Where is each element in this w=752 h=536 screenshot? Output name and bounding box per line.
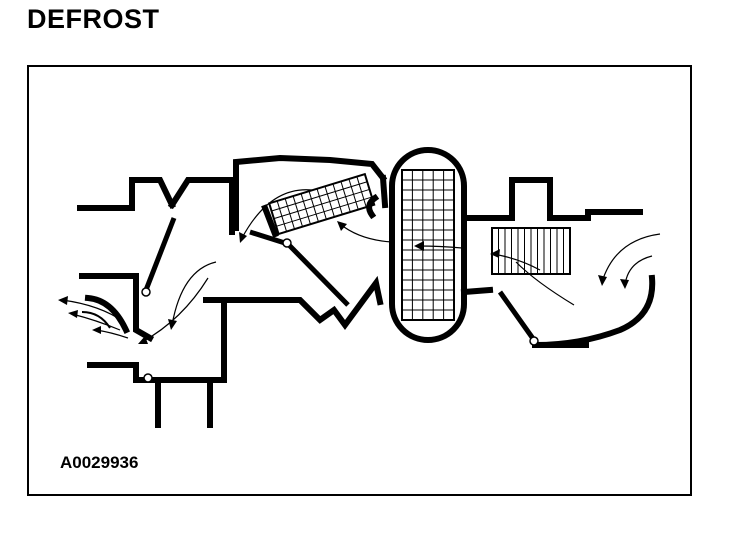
left-mode-doors (141, 217, 177, 383)
evaporator-housing (389, 147, 467, 343)
blend-door (249, 229, 350, 307)
left-duct-walls (77, 177, 384, 428)
figure-reference-code: A0029936 (60, 453, 139, 472)
diagram-title: DEFROST (27, 4, 160, 34)
blower-section (460, 177, 656, 349)
recirc-door (497, 290, 539, 346)
airflow-arrows (58, 189, 661, 344)
upper-center-duct (233, 154, 389, 231)
blower-grid (491, 227, 571, 275)
heater-core (267, 172, 376, 236)
diagram-frame (27, 65, 692, 496)
heater-core-seal (261, 204, 279, 238)
defrost-outlet-vanes (81, 294, 130, 334)
